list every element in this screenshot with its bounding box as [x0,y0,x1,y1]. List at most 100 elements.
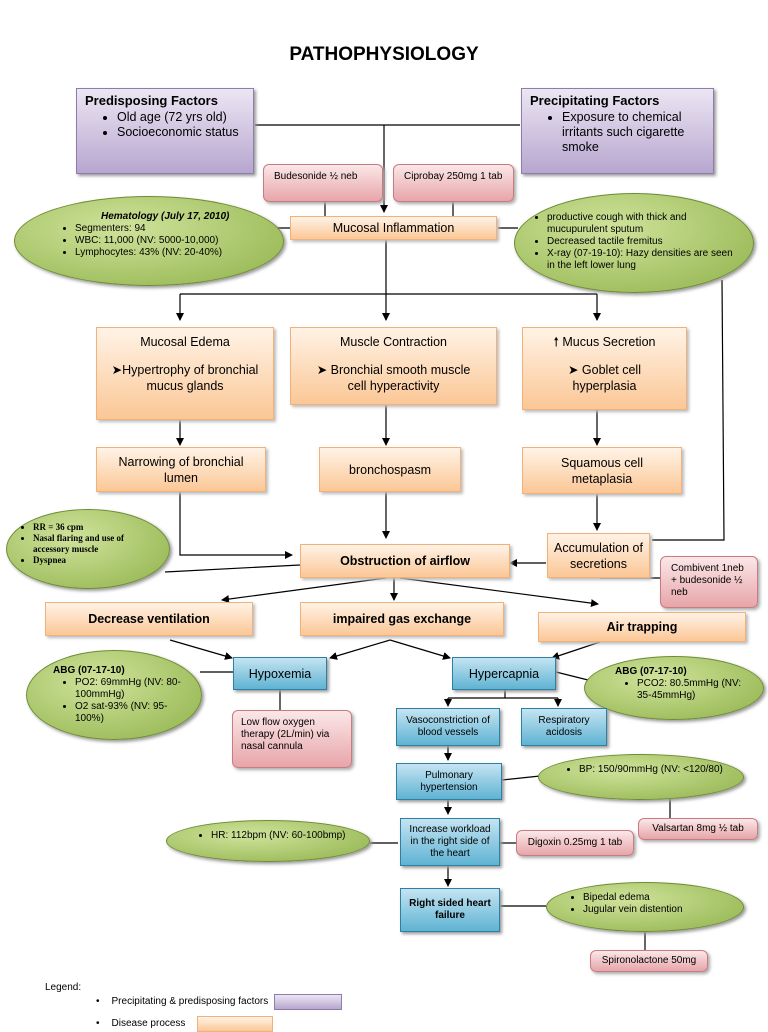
accumulation-box: Accumulation of secretions [547,533,650,578]
list-item: Segmenters: 94 [75,223,253,235]
right-heart-failure-box: Right sided heart failure [400,888,500,932]
legend-item-factors: • Precipitating & predisposing factors [96,994,343,1010]
bronchospasm-box: bronchospasm [319,447,461,492]
spironolactone-label: Spironolactone 50mg [601,955,697,966]
hypoxemia-box: Hypoxemia [233,657,327,690]
legend-item-label: Precipitating & predisposing factors [111,996,269,1007]
legend-swatch-orange [197,1016,274,1032]
list-item: productive cough with thick and mucupuru… [547,212,735,236]
list-item: O2 sat-93% (NV: 95-100%) [75,701,195,725]
mucosal-edema-title: Mucosal Edema [140,335,230,349]
combivent-box: Combivent 1neb + budesonide ½ neb [660,556,758,608]
hypercapnia-label: Hypercapnia [468,666,540,681]
legend-item-label: Disease process [111,1018,186,1029]
precipitating-factors-box: Precipitating Factors Exposure to chemic… [521,88,714,174]
budesonide-box: Budesonide ½ neb [263,164,383,202]
hypoxemia-label: Hypoxemia [248,666,312,681]
list-item: Dyspnea [33,555,159,566]
right-heart-failure-label: Right sided heart failure [409,898,491,921]
muscle-contraction-box: Muscle Contraction ➤ Bronchial smooth mu… [290,327,497,405]
list-item: PCO2: 80.5mmHg (NV: 35-45mmHg) [637,678,757,702]
respiratory-acidosis-box: Respiratory acidosis [521,708,607,746]
ciprobay-box: Ciprobay 250mg 1 tab [393,164,514,202]
valsartan-box: Valsartan 8mg ½ tab [638,818,758,840]
mucosal-inflammation-box: Mucosal Inflammation [290,216,497,240]
cough-findings-ellipse: productive cough with thick and mucupuru… [514,193,754,293]
hypercapnia-box: Hypercapnia [452,657,556,690]
mucus-secretion-title: Mucus Secretion [562,335,656,349]
hematology-heading: Hematology (July 17, 2010) [101,211,230,222]
list-item: Old age (72 yrs old) [117,110,245,125]
list-item: Bipedal edema [583,892,737,904]
bullet-icon: • [96,1018,100,1029]
hematology-ellipse: Hematology (July 17, 2010) Segmenters: 9… [14,196,284,286]
oxygen-therapy-label: Low flow oxygen therapy (2L/min) via nas… [241,717,330,752]
predisposing-factors-box: Predisposing Factors Old age (72 yrs old… [76,88,254,174]
mucosal-edema-detail: ➤Hypertrophy of bronchial mucus glands [111,363,259,393]
mucosal-inflammation-label: Mucosal Inflammation [332,221,455,235]
increase-workload-box: Increase workload in the right side of t… [400,818,500,866]
mucus-secretion-detail: ➤ Goblet cell hyperplasia [567,363,641,393]
decrease-ventilation-box: Decrease ventilation [45,602,253,636]
increase-workload-label: Increase workload in the right side of t… [409,824,491,859]
mucus-secretion-box: 🠕 Mucus Secretion ➤ Goblet cell hyperpla… [522,327,687,410]
ciprobay-label: Ciprobay 250mg 1 tab [404,171,503,182]
legend-item-disease: • Disease process [96,1016,274,1032]
abg-left-heading: ABG (07-17-10) [53,665,125,676]
precipitating-heading: Precipitating Factors [530,93,660,108]
narrowing-box: Narrowing of bronchial lumen [96,447,266,492]
digoxin-box: Digoxin 0.25mg 1 tab [516,830,634,856]
list-item: Decreased tactile fremitus [547,236,735,248]
list-item: Socioeconomic status [117,125,245,140]
abg-right-heading: ABG (07-17-10) [615,666,687,677]
arrow-up-icon: 🠕 [553,335,559,349]
valsartan-label: Valsartan 8mg ½ tab [652,823,744,834]
list-item: WBC: 11,000 (NV: 5000-10,000) [75,235,253,247]
digoxin-label: Digoxin 0.25mg 1 tab [527,837,623,848]
pulmonary-hypertension-label: Pulmonary hypertension [420,769,478,793]
list-item: Jugular vein distention [583,904,737,916]
predisposing-heading: Predisposing Factors [85,93,218,108]
pulmonary-hypertension-box: Pulmonary hypertension [396,763,502,800]
list-item: Nasal flaring and use of accessory muscl… [33,533,159,555]
edema-ellipse: Bipedal edema Jugular vein distention [546,882,744,932]
air-trapping-label: Air trapping [606,620,678,634]
list-item: Exposure to chemical irritants such ciga… [562,110,705,155]
bronchospasm-label: bronchospasm [349,462,431,477]
list-item: RR = 36 cpm [33,522,159,533]
oxygen-therapy-box: Low flow oxygen therapy (2L/min) via nas… [232,710,352,768]
list-item: PO2: 69mmHg (NV: 80-100mmHg) [75,677,195,701]
respiratory-acidosis-label: Respiratory acidosis [538,715,590,738]
abg-left-ellipse: ABG (07-17-10) PO2: 69mmHg (NV: 80-100mm… [26,650,202,740]
legend-title: Legend: [45,982,82,993]
squamous-label: Squamous cell metaplasia [561,455,643,486]
vasoconstriction-box: Vasoconstriction of blood vessels [396,708,500,746]
page-title: PATHOPHYSIOLOGY [289,44,479,65]
impaired-gas-label: impaired gas exchange [332,612,472,626]
hr-ellipse: HR: 112bpm (NV: 60-100bmp) [166,820,370,862]
impaired-gas-box: impaired gas exchange [300,602,504,636]
narrowing-label: Narrowing of bronchial lumen [118,454,244,485]
muscle-contraction-title: Muscle Contraction [340,335,447,349]
legend-swatch-purple [274,994,343,1010]
combivent-label: Combivent 1neb + budesonide ½ neb [671,563,744,598]
bp-ellipse: BP: 150/90mmHg (NV: <120/80) [538,754,744,800]
list-item: BP: 150/90mmHg (NV: <120/80) [579,764,737,776]
budesonide-label: Budesonide ½ neb [274,171,358,182]
list-item: HR: 112bpm (NV: 60-100bmp) [211,830,363,842]
muscle-contraction-detail: ➤ Bronchial smooth muscle cell hyperacti… [316,363,471,393]
obstruction-label: Obstruction of airflow [340,554,470,568]
respiratory-signs-ellipse: RR = 36 cpm Nasal flaring and use of acc… [6,509,170,589]
bullet-icon: • [96,996,100,1007]
spironolactone-box: Spironolactone 50mg [590,950,708,972]
air-trapping-box: Air trapping [538,612,746,642]
list-item: Lymphocytes: 43% (NV: 20-40%) [75,247,253,259]
accumulation-label: Accumulation of secretions [554,540,643,571]
mucosal-edema-box: Mucosal Edema ➤Hypertrophy of bronchial … [96,327,274,420]
decrease-ventilation-label: Decrease ventilation [88,612,210,626]
list-item: X-ray (07-19-10): Hazy densities are see… [547,248,735,272]
abg-right-ellipse: ABG (07-17-10) PCO2: 80.5mmHg (NV: 35-45… [584,656,764,720]
squamous-box: Squamous cell metaplasia [522,447,682,494]
obstruction-box: Obstruction of airflow [300,544,510,578]
